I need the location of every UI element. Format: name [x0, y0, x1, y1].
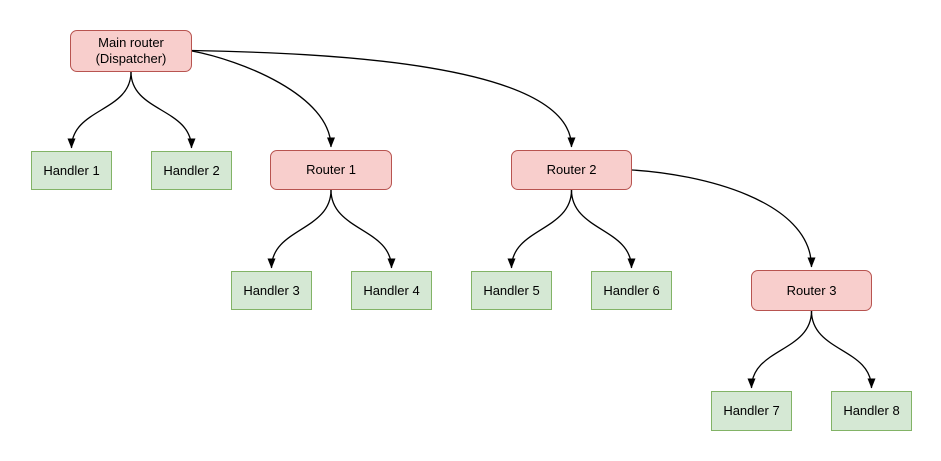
node-handler-8-label: Handler 8 — [843, 403, 900, 418]
edge-main-router-to-handler-1 — [67, 71, 132, 149]
edge-router-2-to-router-3 — [631, 169, 816, 268]
node-handler-4: Handler 4 — [351, 271, 432, 310]
node-handler-6: Handler 6 — [591, 271, 672, 310]
edge-main-router-to-router-1 — [191, 50, 335, 148]
node-handler-2: Handler 2 — [151, 151, 232, 190]
node-router-1-label: Router 1 — [306, 162, 356, 177]
node-handler-4-label: Handler 4 — [363, 282, 420, 298]
node-handler-1: Handler 1 — [31, 151, 112, 190]
node-router-2-label: Router 2 — [546, 162, 597, 177]
edge-router-1-to-handler-4 — [330, 189, 396, 269]
node-handler-7-label: Handler 7 — [723, 403, 780, 418]
node-router-3: Router 3 — [751, 270, 872, 311]
node-main-router-label-line1: Main router — [98, 35, 164, 50]
node-handler-3: Handler 3 — [231, 271, 312, 310]
node-handler-1-label: Handler 1 — [43, 162, 100, 178]
edge-main-router-to-router-2 — [191, 49, 576, 148]
node-router-1: Router 1 — [270, 150, 392, 190]
node-handler-7: Handler 7 — [711, 391, 792, 431]
node-handler-2-label: Handler 2 — [163, 162, 220, 178]
node-router-3-label: Router 3 — [786, 282, 837, 298]
node-handler-8: Handler 8 — [831, 391, 912, 431]
node-main-router: Main router (Dispatcher) — [70, 30, 192, 72]
node-handler-5: Handler 5 — [471, 271, 552, 310]
edge-main-router-to-handler-2 — [130, 71, 196, 149]
edge-router-3-to-handler-7 — [747, 310, 813, 389]
edge-router-2-to-handler-6 — [570, 189, 636, 269]
edge-router-3-to-handler-8 — [810, 310, 876, 389]
node-handler-3-label: Handler 3 — [243, 282, 300, 298]
node-handler-5-label: Handler 5 — [483, 282, 540, 298]
node-router-2: Router 2 — [511, 150, 632, 190]
edge-router-1-to-handler-3 — [267, 189, 332, 269]
node-handler-6-label: Handler 6 — [603, 282, 660, 298]
edge-router-2-to-handler-5 — [507, 189, 573, 269]
node-main-router-label-line2: (Dispatcher) — [95, 51, 167, 66]
